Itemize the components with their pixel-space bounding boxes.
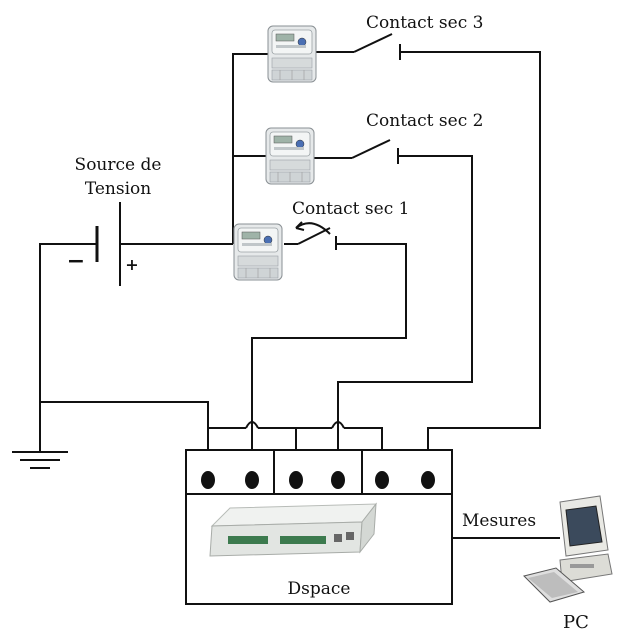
battery-symbol-icon (95, 202, 121, 286)
electricity-meter-icon (233, 223, 283, 281)
source-label-line2: Tension (85, 179, 151, 199)
pc-label: PC (563, 612, 589, 633)
contact-1-label: Contact sec 1 (292, 199, 409, 219)
dspace-label: Dspace (288, 579, 351, 599)
contact-3-label: Contact sec 3 (366, 13, 483, 33)
contact-2-label: Contact sec 2 (366, 111, 483, 131)
ground-symbol-icon (12, 402, 68, 469)
dspace-hardware-icon (209, 502, 378, 557)
dspace-terminals (201, 471, 435, 489)
electricity-meter-icon (265, 127, 315, 185)
desktop-computer-icon (523, 495, 613, 603)
wire-crossings (245, 421, 345, 429)
contact-switch-1 (295, 221, 337, 250)
electricity-meter-icon (267, 25, 317, 83)
contact-switch-3 (353, 33, 401, 60)
battery-plus-label: + (125, 255, 138, 274)
source-label-line1: Source de (75, 155, 162, 175)
battery-minus-label: − (67, 248, 85, 274)
mesures-label: Mesures (462, 511, 536, 531)
contact-switch-2 (351, 139, 399, 164)
